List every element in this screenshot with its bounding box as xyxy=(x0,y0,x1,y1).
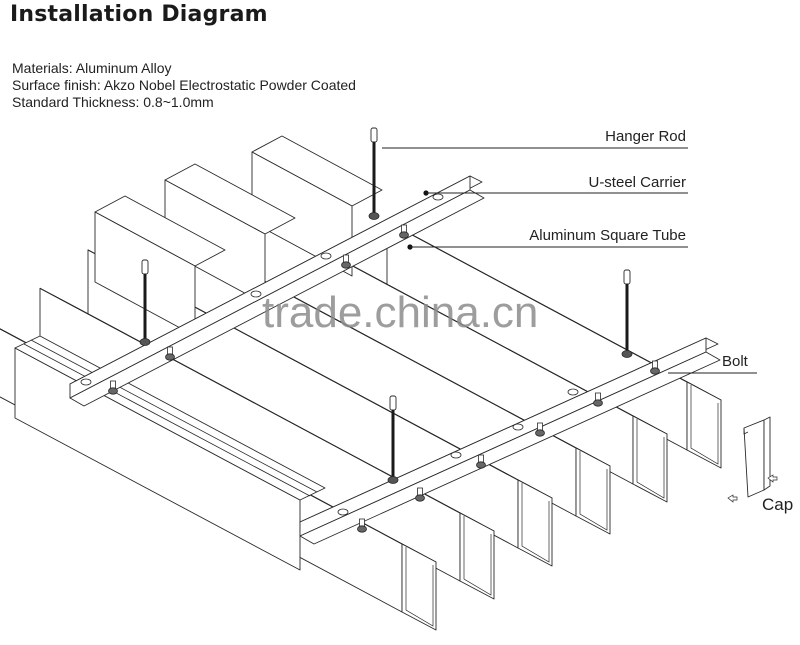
specifications-block: Materials: Aluminum Alloy Surface finish… xyxy=(12,60,356,111)
hanger-rod-label: Hanger Rod xyxy=(605,128,686,145)
bolt xyxy=(357,518,367,533)
tube-inner-edge xyxy=(405,547,434,627)
page-title: Installation Diagram xyxy=(10,2,268,27)
cap-arrow-left xyxy=(727,494,738,503)
bolt-nut xyxy=(650,367,660,375)
cap-face xyxy=(743,419,765,498)
hanger-rod-nut xyxy=(387,476,399,484)
spec-materials: Materials: Aluminum Alloy xyxy=(12,60,172,76)
u-steel-carrier-front xyxy=(299,337,721,545)
carrier-hole xyxy=(450,451,462,459)
hanger-rod xyxy=(387,395,399,484)
tube-inner-edge xyxy=(521,483,550,563)
bolt-label: Bolt xyxy=(722,353,749,370)
hanger-rods-and-bolts xyxy=(108,127,660,533)
carrier-hole xyxy=(567,388,579,396)
bolt xyxy=(341,254,351,269)
bolt-nut xyxy=(357,525,367,533)
spec-surface-finish: Surface finish: Akzo Nobel Electrostatic… xyxy=(12,77,356,93)
bolt-nut xyxy=(415,494,425,502)
carrier-hole xyxy=(432,193,444,201)
carrier-bottom-flange xyxy=(69,189,485,407)
hanger-rod-nut xyxy=(368,212,380,220)
bolt xyxy=(535,422,545,437)
tube-inner-edge xyxy=(636,419,665,499)
tube-slot-line xyxy=(23,343,311,497)
bolt xyxy=(165,346,175,361)
hanger-rod-anchor xyxy=(623,269,631,285)
tube-front-face xyxy=(632,415,668,503)
bolt-nut xyxy=(535,429,545,437)
tube-front-face xyxy=(401,543,437,631)
bolt xyxy=(108,380,118,395)
tube-inner-edge xyxy=(690,385,719,465)
carrier-hole xyxy=(250,290,262,298)
carrier-hole xyxy=(337,508,349,516)
hanger-rod-anchor xyxy=(370,127,378,143)
tube-front-face xyxy=(575,447,611,535)
u-steel-carriers xyxy=(69,175,721,545)
hanger-rod-anchor xyxy=(389,395,397,411)
callouts: Hanger Rod U-steel Carrier Aluminum Squa… xyxy=(382,128,793,514)
bolt-nut xyxy=(476,461,486,469)
spec-thickness: Standard Thickness: 0.8~1.0mm xyxy=(12,94,214,110)
carrier-hole xyxy=(512,423,524,431)
bolt-nut xyxy=(165,353,175,361)
tube-front-face xyxy=(459,512,495,600)
end-cap xyxy=(727,416,778,503)
bolt-nut xyxy=(399,231,409,239)
hanger-rod-nut xyxy=(139,338,151,346)
cap-lip xyxy=(743,428,749,435)
u-steel-carrier-rear xyxy=(69,175,485,407)
bolt xyxy=(650,360,660,375)
tube-inner-edge xyxy=(579,451,608,531)
hanger-rod xyxy=(368,127,380,220)
watermark: trade.china.cn xyxy=(262,288,538,337)
bolt-nut xyxy=(593,399,603,407)
tube-inner-edge xyxy=(463,516,492,596)
tube-slot-line xyxy=(30,339,318,493)
tube-front-face xyxy=(517,479,553,567)
hanger-rod-nut xyxy=(621,350,633,358)
bolt xyxy=(593,392,603,407)
bolt-nut xyxy=(108,387,118,395)
bolt xyxy=(399,224,409,239)
carrier-bottom-flange xyxy=(299,351,721,545)
cap-arrow-right xyxy=(767,474,778,483)
hanger-rod-anchor xyxy=(141,259,149,275)
carrier-hole xyxy=(80,378,92,386)
u-steel-carrier-label: U-steel Carrier xyxy=(588,174,686,191)
hanger-rod xyxy=(621,269,633,358)
bolt xyxy=(476,454,486,469)
hanger-rod xyxy=(139,259,151,346)
carrier-hole xyxy=(320,252,332,260)
tube-front-face xyxy=(686,381,722,469)
aluminum-square-tube-label: Aluminum Square Tube xyxy=(529,227,686,244)
bolt-nut xyxy=(341,261,351,269)
bolt xyxy=(415,487,425,502)
cap-label: Cap xyxy=(762,495,793,514)
cap-side xyxy=(763,416,771,491)
